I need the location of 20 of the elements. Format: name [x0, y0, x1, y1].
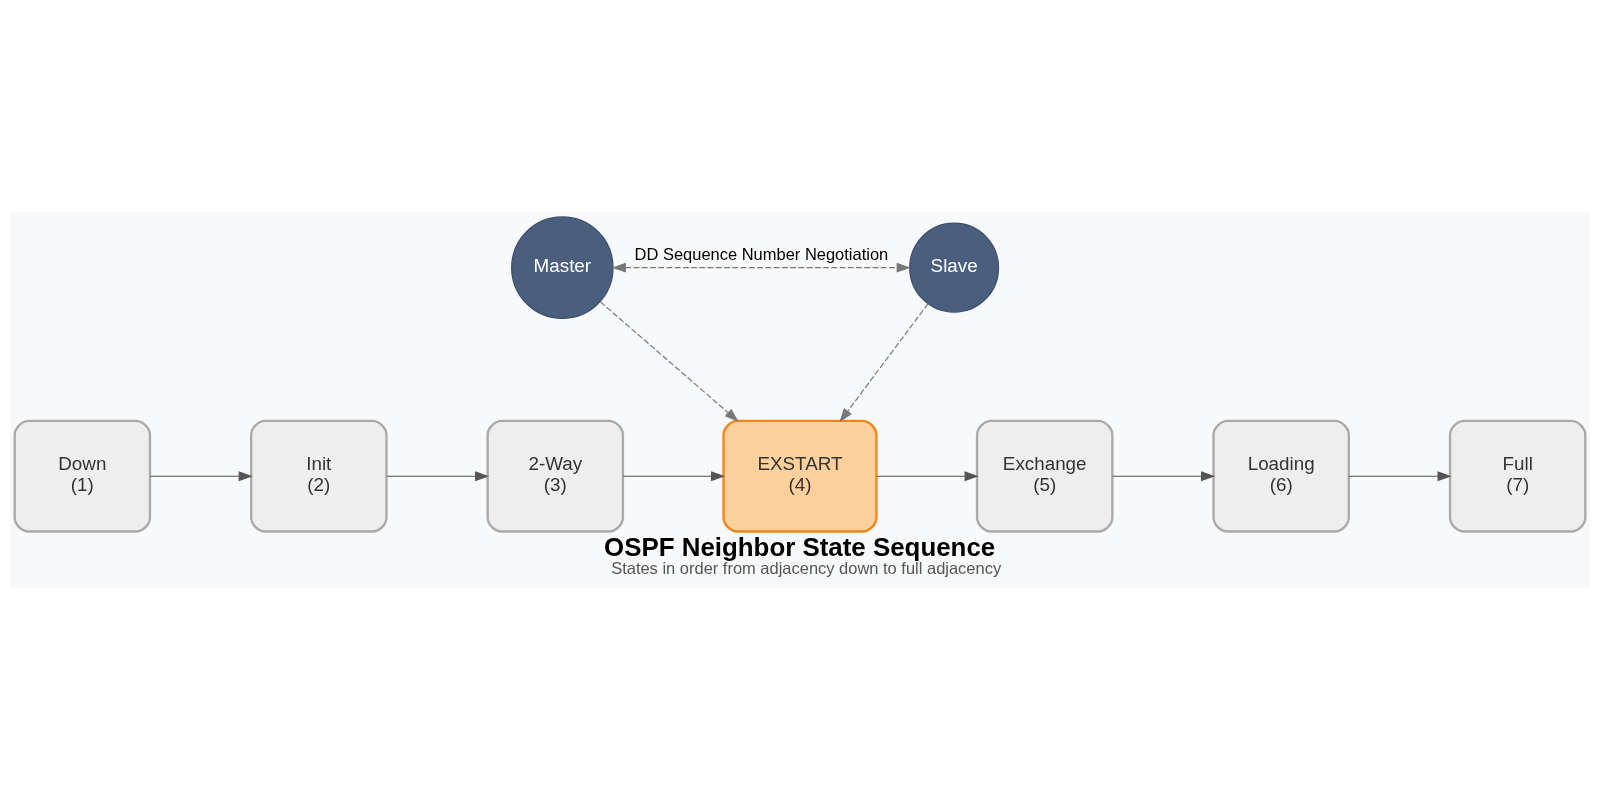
arrow: [622, 471, 726, 482]
arrow: [1112, 471, 1216, 482]
arrow: [1348, 471, 1452, 482]
arrow: [611, 262, 911, 273]
arrow: [149, 471, 253, 482]
edge-label: DD Sequence Number Negotiation: [634, 244, 889, 263]
arrow: [386, 471, 490, 482]
node-box: Init (2): [250, 419, 388, 533]
node-box: Full (7): [1448, 419, 1587, 533]
node-box: Down (1): [13, 419, 152, 533]
node-box: Loading (6): [1212, 419, 1350, 533]
node-box: 2-Way (3): [486, 419, 625, 533]
arrow: [599, 301, 739, 422]
node-circle: Slave: [909, 222, 1000, 313]
arrow: [839, 303, 929, 423]
diagram-title: OSPF Neighbor State Sequence: [604, 532, 996, 561]
arrow: [876, 471, 979, 482]
node-box: Exchange (5): [975, 419, 1114, 533]
node-circle: Master: [511, 216, 614, 319]
node-box: EXSTART (4): [722, 419, 878, 533]
